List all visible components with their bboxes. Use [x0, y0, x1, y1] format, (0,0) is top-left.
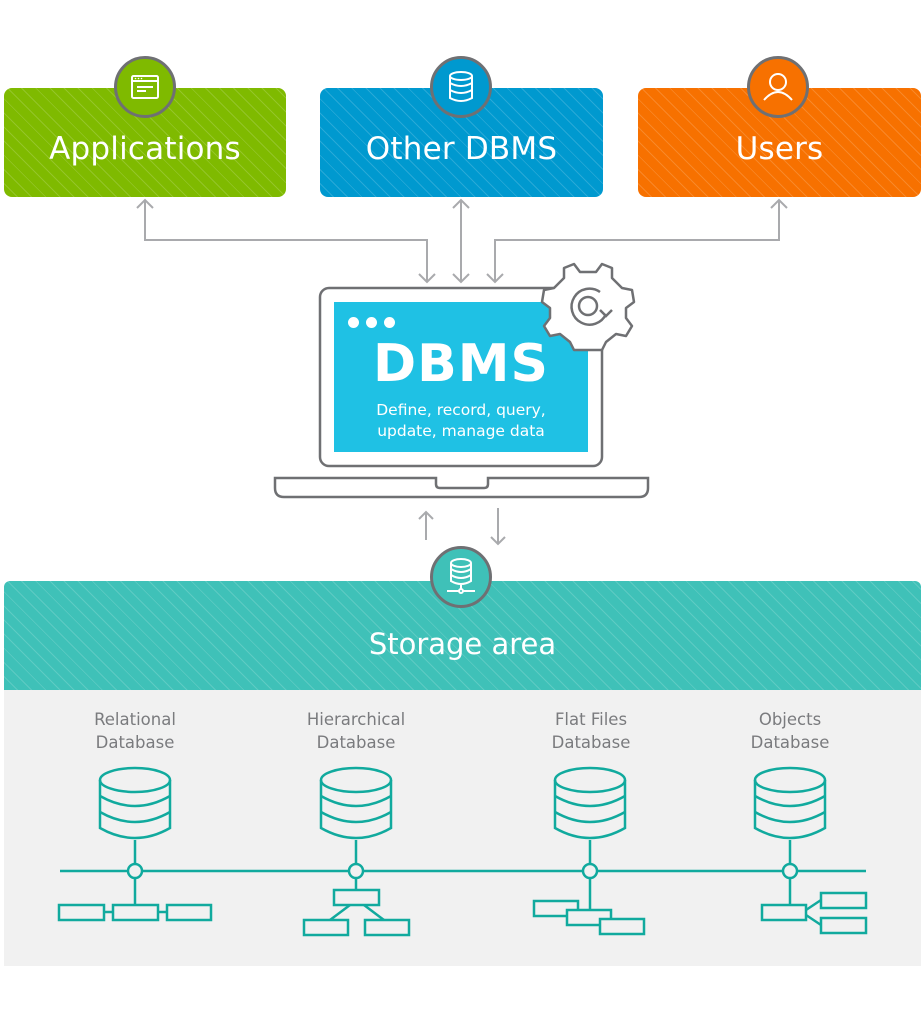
- hierarchical-label-line-2: Database: [316, 733, 396, 752]
- relational-label-line-1: Relational: [94, 710, 176, 729]
- laptop-base: [273, 476, 650, 499]
- flat-files-database-label: Flat Files Database: [506, 708, 676, 754]
- arrowhead-up-applications: [136, 198, 154, 209]
- connectors: [136, 198, 788, 546]
- window-dots-icon: [348, 317, 395, 328]
- arrowhead-up-storage: [418, 510, 434, 520]
- storage-badge: [430, 546, 492, 608]
- arrowhead-down-storage: [490, 536, 506, 546]
- arrowhead-up-other-dbms: [452, 198, 470, 209]
- flat-files-label-line-2: Database: [551, 733, 631, 752]
- relational-database-icon: [57, 766, 213, 922]
- dbms-description: Define, record, query, update, manage da…: [334, 400, 588, 442]
- storage-area-label: Storage area: [368, 626, 557, 661]
- applications-connector: [144, 200, 428, 282]
- gear-refresh-icon: [540, 262, 636, 352]
- arrowhead-up-users: [770, 198, 788, 209]
- arrowhead-down-applications: [418, 273, 436, 284]
- flat-files-database-icon: [532, 766, 646, 936]
- users-label: Users: [735, 130, 824, 167]
- database-structures: [57, 766, 868, 937]
- hierarchical-database-label: Hierarchical Database: [271, 708, 441, 754]
- hierarchical-database-icon: [302, 766, 411, 937]
- database-network-icon: [447, 558, 475, 594]
- objects-label-line-2: Database: [750, 733, 830, 752]
- arrowhead-down-other-dbms: [452, 273, 470, 284]
- relational-label-line-2: Database: [95, 733, 175, 752]
- applications-label: Applications: [49, 130, 241, 167]
- users-connector: [494, 200, 780, 282]
- objects-label-line-1: Objects: [758, 710, 822, 729]
- other-dbms-label: Other DBMS: [365, 130, 558, 167]
- hierarchical-label-line-1: Hierarchical: [306, 710, 406, 729]
- flat-files-label-line-1: Flat Files: [554, 710, 628, 729]
- application-window-icon: [131, 75, 159, 99]
- other-dbms-badge: [430, 56, 492, 118]
- applications-box: Applications: [4, 88, 286, 197]
- relational-database-label: Relational Database: [50, 708, 220, 754]
- dbms-description-line-2: update, manage data: [377, 422, 545, 440]
- users-badge: [747, 56, 809, 118]
- applications-badge: [114, 56, 176, 118]
- dbms-title: DBMS: [373, 334, 549, 394]
- user-icon: [763, 73, 793, 101]
- objects-database-icon: [753, 766, 868, 935]
- objects-database-label: Objects Database: [705, 708, 875, 754]
- dbms-description-line-1: Define, record, query,: [376, 401, 546, 419]
- database-icon: [449, 71, 473, 102]
- arrowhead-down-users: [486, 273, 504, 284]
